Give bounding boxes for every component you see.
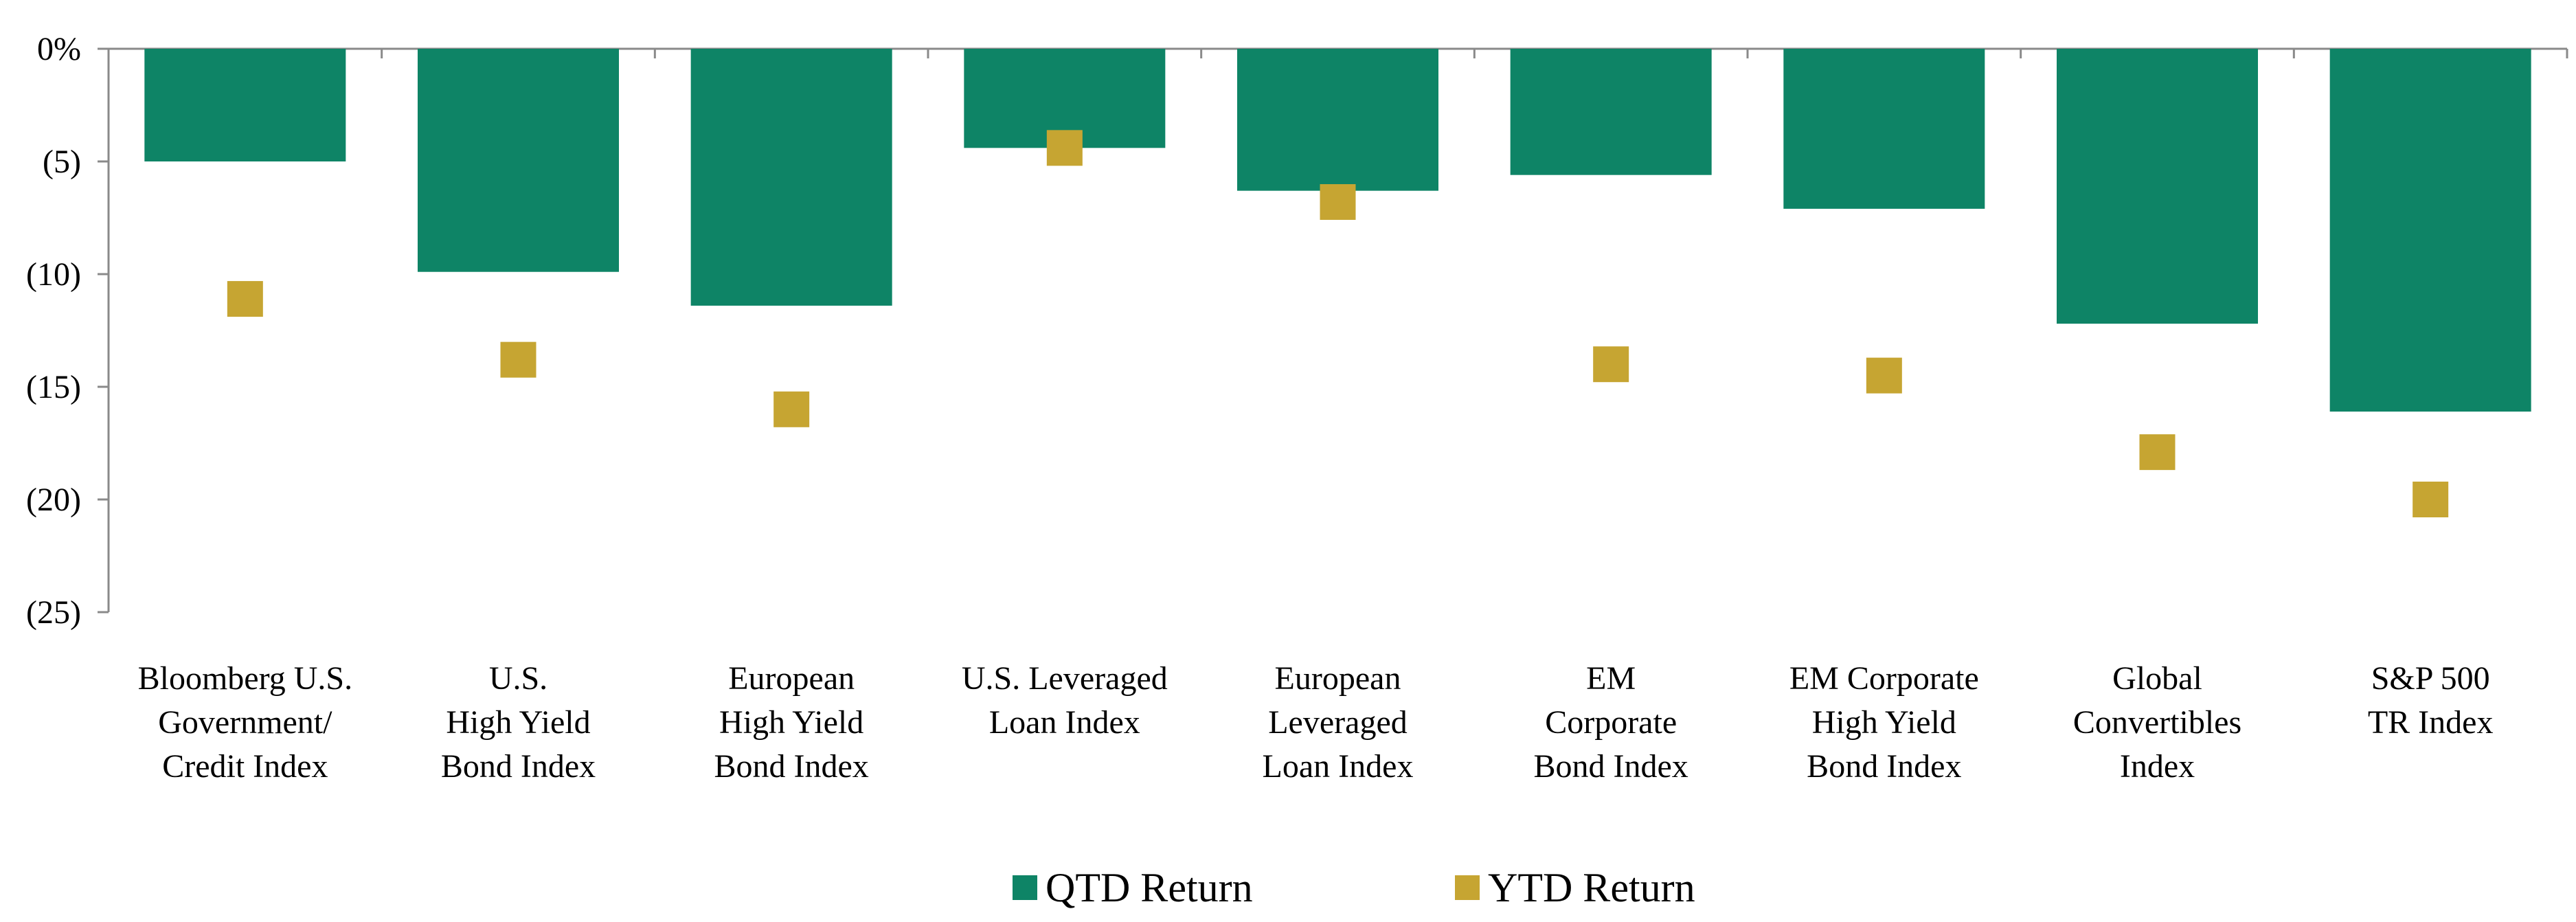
qtd-bar — [1510, 49, 1712, 175]
ytd-marker — [1866, 357, 1902, 394]
ytd-marker — [227, 281, 263, 317]
category-label: Bond Index — [1534, 748, 1688, 785]
qtd-bar — [690, 49, 892, 306]
legend: QTD Return YTD Return — [1013, 865, 1695, 910]
ytd-marker — [773, 391, 810, 427]
category-label: High Yield — [446, 704, 590, 741]
legend-swatch — [1013, 875, 1037, 900]
category-label: Global — [2112, 660, 2202, 697]
ytd-marker — [2413, 482, 2449, 517]
category-label: European — [728, 660, 855, 697]
qtd-bar — [1237, 49, 1438, 191]
ytd-marker — [1593, 346, 1629, 383]
category-label: Corporate — [1545, 704, 1677, 741]
category-label: EM — [1586, 660, 1636, 697]
qtd-bar — [2329, 49, 2531, 412]
category-label: EM Corporate — [1789, 660, 1979, 697]
qtd-bars — [144, 49, 2531, 412]
category-label: High Yield — [1812, 704, 1956, 741]
legend-swatch — [1455, 875, 1480, 900]
category-label: Credit Index — [162, 748, 328, 785]
legend-label: QTD Return — [1046, 865, 1253, 910]
qtd-bar — [418, 49, 619, 272]
category-label: Government/ — [158, 704, 332, 741]
qtd-bar — [2057, 49, 2258, 324]
category-label: TR Index — [2368, 704, 2494, 741]
y-tick-label: (15) — [26, 369, 81, 405]
category-label: Bloomberg U.S. — [138, 660, 352, 697]
y-tick-label: (10) — [26, 256, 81, 293]
ytd-marker — [1046, 130, 1083, 166]
category-label: High Yield — [719, 704, 863, 741]
qtd-bar — [144, 49, 346, 161]
category-label: Loan Index — [989, 704, 1140, 741]
y-tick-labels: 0% (5) (10) (15) (20) (25) — [26, 31, 81, 631]
y-tick-label: (5) — [43, 144, 81, 180]
category-label: Bond Index — [714, 748, 869, 785]
ytd-marker — [2139, 434, 2176, 471]
category-label: European — [1275, 660, 1401, 697]
category-label: Leveraged — [1268, 704, 1408, 741]
category-label: S&P 500 — [2371, 660, 2490, 697]
category-labels: Bloomberg U.S. Government/Credit Index U.S… — [138, 660, 2494, 785]
category-label: Bond Index — [441, 748, 596, 785]
category-label: Bond Index — [1807, 748, 1961, 785]
ytd-marker — [500, 341, 536, 378]
ytd-marker — [1320, 184, 1356, 221]
y-tick-label: 0% — [37, 31, 81, 67]
ytd-markers — [227, 130, 2449, 517]
y-tick-label: (25) — [26, 594, 81, 631]
category-label: U.S. Leveraged — [962, 660, 1168, 697]
category-label: Loan Index — [1263, 748, 1414, 785]
legend-label: YTD Return — [1488, 865, 1695, 910]
y-tick-label: (20) — [26, 482, 81, 518]
category-label: Convertibles — [2073, 704, 2241, 741]
qtd-bar — [1783, 49, 1985, 209]
category-label: U.S. — [489, 660, 547, 697]
category-label: Index — [2120, 748, 2195, 785]
